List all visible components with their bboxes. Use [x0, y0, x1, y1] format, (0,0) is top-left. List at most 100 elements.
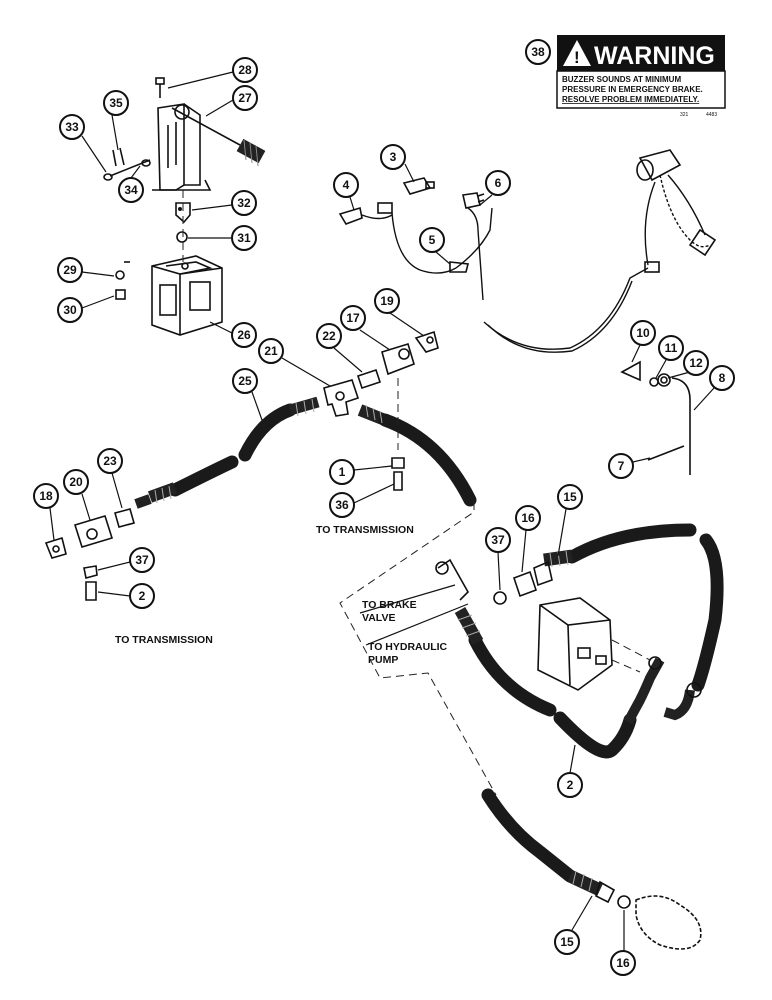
callout-number: 22 — [322, 329, 336, 343]
callout-38: 38 — [525, 39, 551, 65]
callout-11: 11 — [655, 335, 684, 379]
callout-number: 37 — [135, 553, 149, 567]
callout-circle — [485, 170, 511, 196]
callout-5: 5 — [419, 227, 451, 265]
callout-circle — [554, 929, 580, 955]
callout-leader — [404, 163, 415, 183]
callout-number: 27 — [238, 91, 252, 105]
callout-leader — [81, 271, 115, 277]
callout-circle — [557, 484, 583, 510]
callout-leader — [349, 196, 355, 211]
callout-leader — [111, 114, 119, 151]
label-to-hydraulic-pump-1: TO HYDRAULIC — [368, 641, 448, 653]
callout-15: 15 — [557, 484, 583, 557]
callout-circle — [118, 177, 144, 203]
callout-number: 23 — [103, 454, 117, 468]
callout-10: 10 — [630, 320, 656, 363]
callout-leader — [497, 551, 501, 591]
callout-number: 17 — [346, 311, 360, 325]
callout-leader — [435, 251, 451, 265]
callout-number: 34 — [124, 183, 138, 197]
svg-text:!: ! — [574, 48, 580, 67]
callout-36: 36 — [329, 483, 395, 518]
warning-line-2: PRESSURE IN EMERGENCY BRAKE. — [562, 85, 703, 94]
warning-line-3: RESOLVE PROBLEM IMMEDIATELY. — [562, 95, 699, 104]
callout-18: 18 — [33, 483, 59, 541]
callout-leader — [569, 744, 576, 774]
callout-23: 23 — [97, 448, 123, 509]
callout-circle — [231, 225, 257, 251]
callout-37: 37 — [485, 527, 511, 591]
callout-circle — [57, 257, 83, 283]
callout-leader — [389, 312, 425, 337]
callout-leader — [655, 359, 667, 379]
callout-25: 25 — [232, 368, 263, 421]
callout-22: 22 — [316, 323, 363, 373]
callout-number: 8 — [719, 371, 726, 385]
callout-leader — [167, 71, 234, 89]
callout-circle — [57, 297, 83, 323]
callout-16: 16 — [610, 910, 636, 976]
brake-lever-assembly — [103, 77, 266, 336]
callout-7: 7 — [608, 453, 651, 479]
callout-number: 18 — [39, 489, 53, 503]
callout-circle — [333, 172, 359, 198]
callout-20: 20 — [63, 469, 91, 521]
callout-leader — [631, 344, 641, 363]
callout-circle — [33, 483, 59, 509]
callout-number: 5 — [429, 233, 436, 247]
callout-circle — [329, 492, 355, 518]
callout-35: 35 — [103, 90, 129, 151]
callout-number: 2 — [139, 589, 146, 603]
callout-30: 30 — [57, 295, 115, 323]
callout-number: 37 — [491, 533, 505, 547]
callout-number: 31 — [237, 231, 251, 245]
callout-number: 2 — [567, 778, 574, 792]
callout-leader — [359, 329, 391, 351]
callout-number: 35 — [109, 96, 123, 110]
callout-number: 19 — [380, 294, 394, 308]
callout-6: 6 — [479, 170, 511, 206]
callout-circle — [485, 527, 511, 553]
callout-leader — [251, 391, 263, 421]
callout-leader — [97, 561, 131, 571]
callout-leader — [521, 529, 527, 573]
callout-31: 31 — [188, 225, 257, 251]
callout-number: 26 — [237, 328, 251, 342]
callout-number: 16 — [521, 511, 535, 525]
callout-circle — [380, 144, 406, 170]
callout-leader — [81, 493, 91, 521]
pressure-switch-parts — [620, 360, 691, 475]
callout-leader — [333, 347, 363, 373]
label-to-brake-valve-1: TO BRAKE — [362, 599, 417, 611]
callout-circle — [129, 547, 155, 573]
callout-leader — [353, 483, 395, 504]
callout-37: 37 — [97, 547, 155, 573]
callout-number: 15 — [560, 935, 574, 949]
callout-circle — [316, 323, 342, 349]
routing-dashed-line — [339, 502, 497, 796]
callout-leader — [281, 357, 331, 387]
callout-circle — [232, 368, 258, 394]
callout-2: 2 — [557, 744, 583, 798]
callout-circle — [683, 350, 709, 376]
callout-number: 38 — [531, 45, 545, 59]
callout-circle — [258, 338, 284, 364]
callout-circle — [103, 90, 129, 116]
callout-number: 12 — [689, 356, 703, 370]
callout-leader — [209, 321, 233, 334]
callout-8: 8 — [693, 365, 735, 411]
callout-2: 2 — [97, 583, 155, 609]
callout-17: 17 — [340, 305, 391, 351]
label-to-hydraulic-pump-2: PUMP — [368, 654, 398, 666]
label-to-transmission-upper: TO TRANSMISSION — [316, 524, 414, 536]
callout-leader — [571, 895, 593, 931]
callout-circle — [59, 114, 85, 140]
callout-circle — [329, 459, 355, 485]
pump-hose — [481, 788, 702, 950]
callout-19: 19 — [374, 288, 425, 337]
callout-circle — [231, 322, 257, 348]
callout-number: 20 — [69, 475, 83, 489]
callout-circle — [709, 365, 735, 391]
callout-28: 28 — [167, 57, 258, 89]
